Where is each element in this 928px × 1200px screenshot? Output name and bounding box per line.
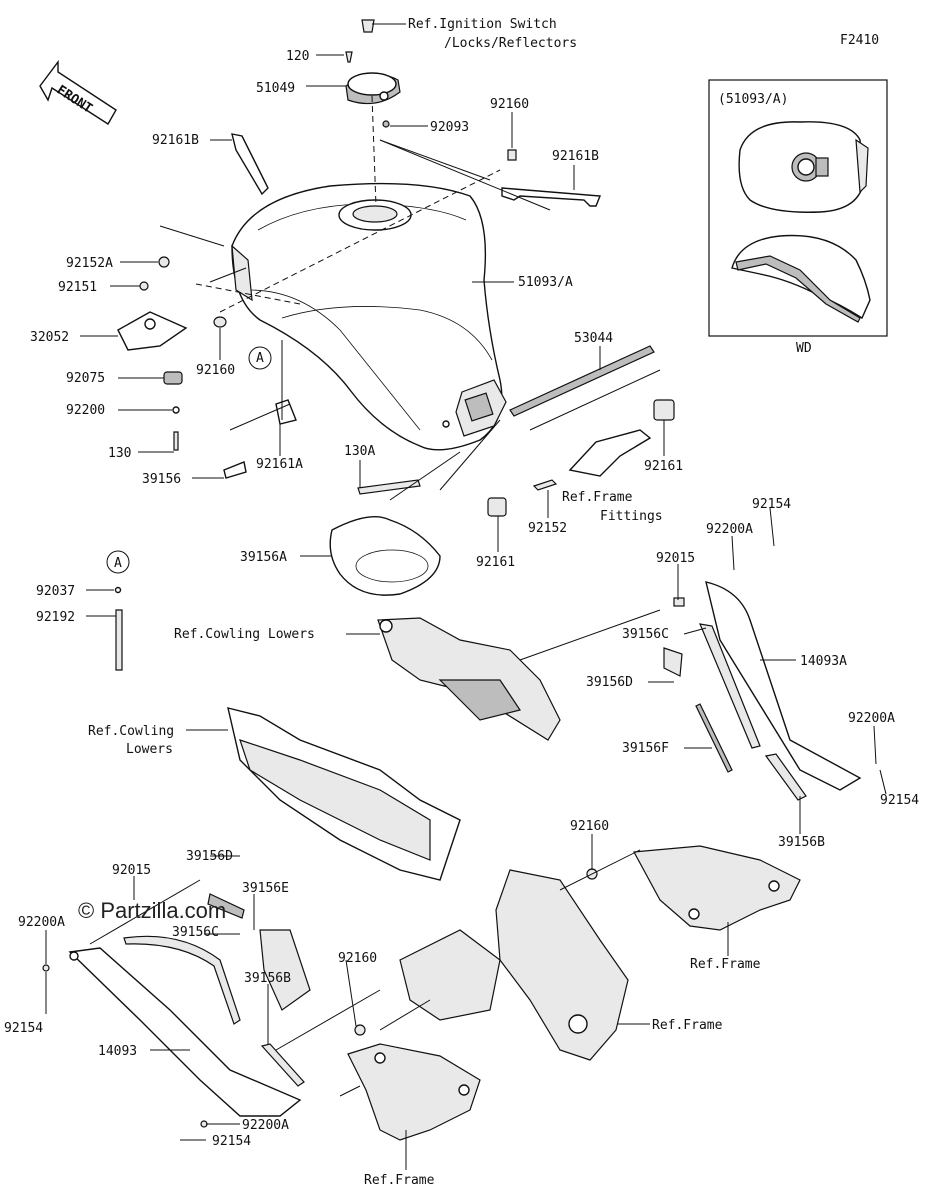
label-39156b-r: 39156B — [778, 835, 825, 850]
label-92200a-l: 92200A — [18, 915, 65, 930]
label-callout-a: A — [256, 351, 264, 366]
label-ref-cowling-1: Ref.Cowling Lowers — [174, 627, 315, 642]
frame-center — [354, 869, 629, 1061]
label-ref-frame-fittings-1: Ref.Frame — [562, 490, 633, 505]
part-labels: Ref.Ignition Switch /Locks/Reflectors 12… — [4, 17, 919, 1188]
label-92154-b: 92154 — [212, 1134, 251, 1149]
tank-right-parts — [357, 149, 675, 517]
label-92015-l: 92015 — [112, 863, 151, 878]
side-panel-right — [663, 581, 862, 801]
label-92160-top: 92160 — [490, 97, 529, 112]
cowling-upper — [377, 617, 561, 741]
label-92152a: 92152A — [66, 256, 113, 271]
label-92200a-r2: 92200A — [848, 711, 895, 726]
fuel-cap — [345, 19, 401, 128]
label-92160-low: 92160 — [338, 951, 377, 966]
label-92152: 92152 — [528, 521, 567, 536]
label-ref-frame-r: Ref.Frame — [690, 957, 761, 972]
diagram-code: F2410 — [840, 33, 879, 48]
label-39156c-l: 39156C — [172, 925, 219, 940]
label-39156e: 39156E — [242, 881, 289, 896]
inset-caption: WD — [796, 341, 812, 356]
label-130a: 130A — [344, 444, 375, 459]
label-92200a-r1: 92200A — [706, 522, 753, 537]
tank-mount-hardware — [117, 133, 297, 479]
label-92161-right: 92161 — [644, 459, 683, 474]
label-ref-ignition-1: Ref.Ignition Switch — [408, 17, 557, 32]
label-32052: 32052 — [30, 330, 69, 345]
leader-lines — [45, 23, 887, 1170]
label-92154-l: 92154 — [4, 1021, 43, 1036]
label-39156d-l: 39156D — [186, 849, 233, 864]
label-callout-a2: A — [114, 556, 122, 571]
label-ref-frame-mid: Ref.Frame — [652, 1018, 723, 1033]
pin-parts — [114, 586, 123, 671]
label-130: 130 — [108, 446, 131, 461]
label-120: 120 — [286, 49, 309, 64]
label-92015-r: 92015 — [656, 551, 695, 566]
label-92200: 92200 — [66, 403, 105, 418]
label-92154-r1: 92154 — [752, 497, 791, 512]
label-92161b-left: 92161B — [152, 133, 199, 148]
front-arrow-icon: FRONT — [39, 59, 117, 125]
label-14093a: 14093A — [800, 654, 847, 669]
label-92160-left: 92160 — [196, 363, 235, 378]
label-92154-r2: 92154 — [880, 793, 919, 808]
callout-circle-a — [248, 346, 272, 370]
inset-title: (51093/A) — [718, 92, 788, 107]
label-92161b-right: 92161B — [552, 149, 599, 164]
label-53044: 53044 — [574, 331, 613, 346]
label-ref-ignition-2: /Locks/Reflectors — [444, 36, 577, 51]
watermark: © Partzilla.com — [78, 898, 226, 923]
label-92160-mid: 92160 — [570, 819, 609, 834]
label-51093a: 51093/A — [518, 275, 573, 290]
label-39156b-l: 39156B — [244, 971, 291, 986]
label-92151: 92151 — [58, 280, 97, 295]
heat-shield — [329, 516, 441, 596]
label-ref-cowling2-1: Ref.Cowling — [88, 724, 174, 739]
fuel-tank — [231, 182, 507, 451]
label-92192: 92192 — [36, 610, 75, 625]
label-39156a: 39156A — [240, 550, 287, 565]
label-92161-mid: 92161 — [476, 555, 515, 570]
label-ref-cowling2-2: Lowers — [126, 742, 173, 757]
label-92200a-b: 92200A — [242, 1118, 289, 1133]
cowling-lower — [227, 707, 461, 881]
label-ref-frame-fittings-2: Fittings — [600, 509, 663, 524]
label-39156: 39156 — [142, 472, 181, 487]
label-14093: 14093 — [98, 1044, 137, 1059]
callout-circle-a2 — [106, 550, 130, 574]
label-92093: 92093 — [430, 120, 469, 135]
label-ref-frame-b: Ref.Frame — [364, 1173, 435, 1188]
label-39156d-r: 39156D — [586, 675, 633, 690]
label-92075: 92075 — [66, 371, 105, 386]
label-39156f: 39156F — [622, 741, 669, 756]
frame-bottom — [200, 1043, 481, 1141]
label-92161a: 92161A — [256, 457, 303, 472]
label-92037: 92037 — [36, 584, 75, 599]
label-39156c-r: 39156C — [622, 627, 669, 642]
frame-right — [586, 845, 801, 931]
label-51049: 51049 — [256, 81, 295, 96]
inset-box: (51093/A) WD — [708, 79, 888, 356]
